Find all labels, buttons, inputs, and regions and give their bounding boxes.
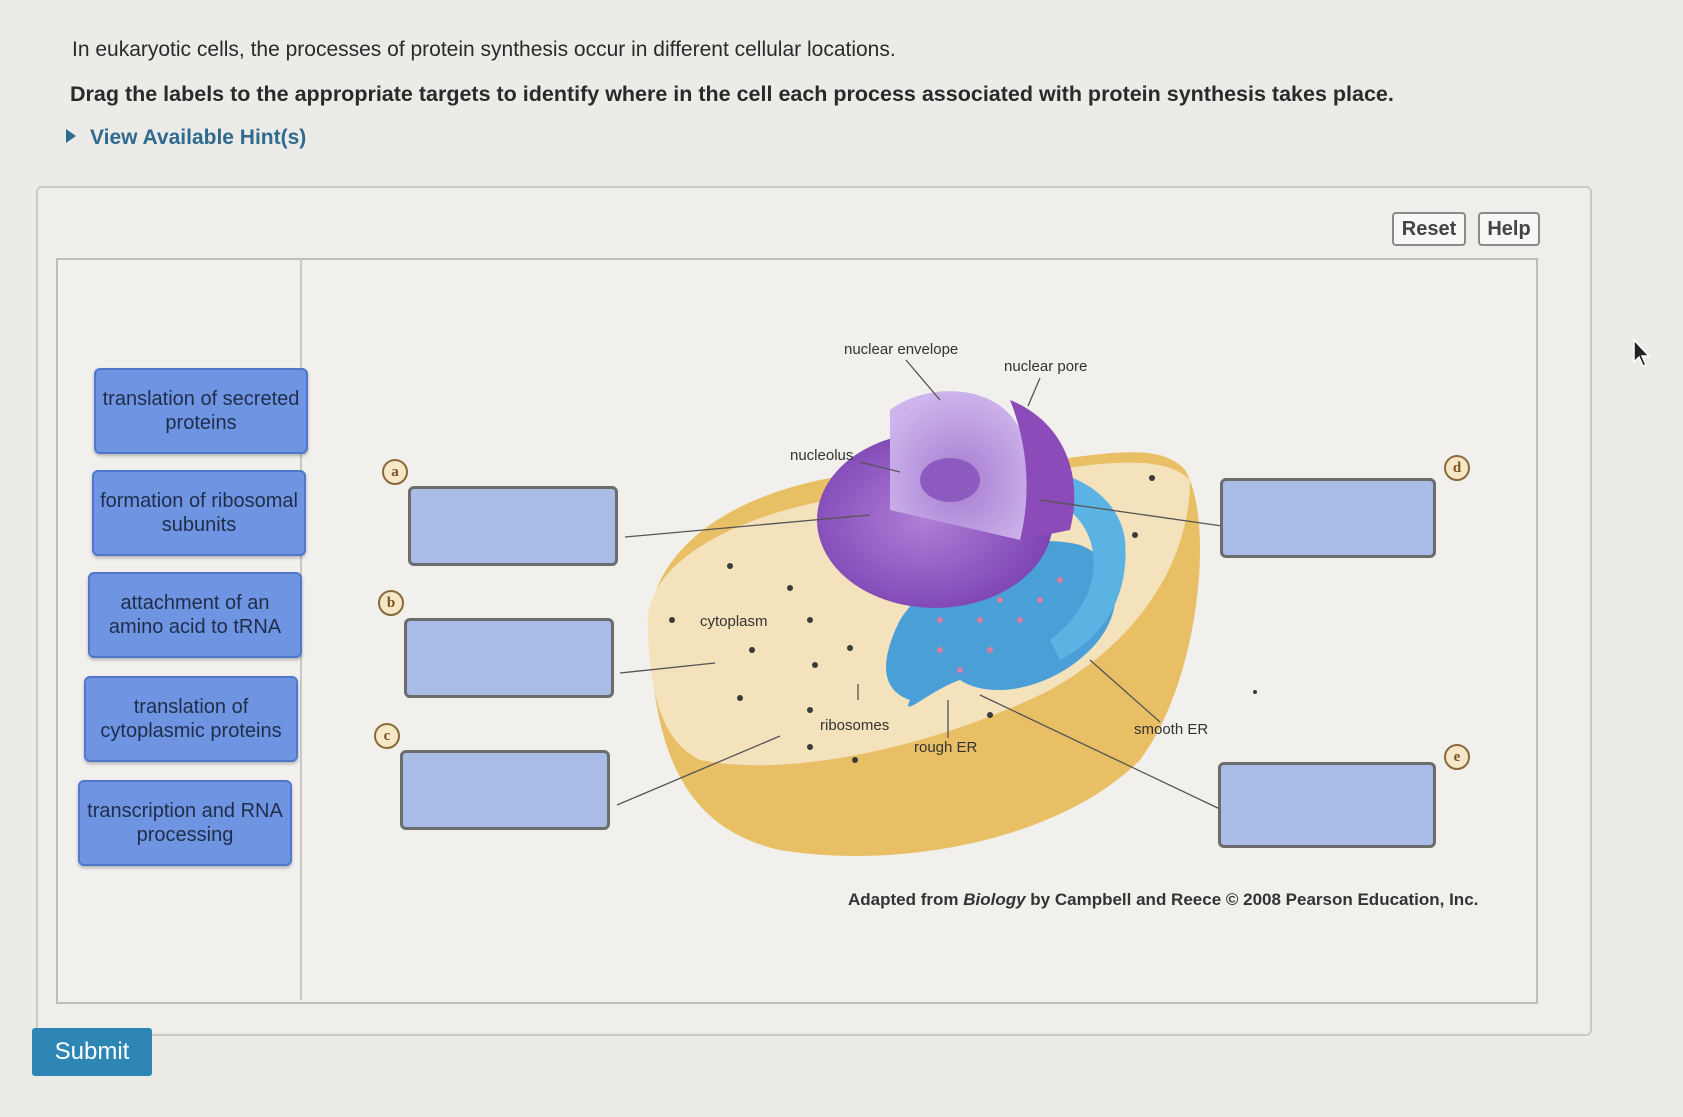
leader-line-a [624,514,871,538]
label-transcription-rna[interactable]: transcription and RNA processing [78,780,292,866]
label-translation-secreted[interactable]: translation of secreted proteins [94,368,308,454]
leader-line-nucleolus [859,461,901,473]
label-text: translation of cytoplasmic proteins [100,696,282,742]
drop-target-e[interactable] [1218,762,1436,848]
reset-button[interactable]: Reset [1392,212,1466,246]
nucleolus-label: nucleolus [790,447,853,464]
label-text: attachment of an amino acid to tRNA [108,592,282,638]
mouse-pointer-icon [1633,338,1651,367]
label-text: formation of ribosomal subunits [100,490,298,536]
view-hints-link[interactable]: View Available Hint(s) [66,126,306,150]
credit-book-title: Biology [963,890,1026,909]
submit-button[interactable]: Submit [32,1028,152,1076]
leader-line-nuclear-pore [1027,377,1041,407]
instruction-text: Drag the labels to the appropriate targe… [70,82,1394,106]
target-marker-b: b [378,590,404,616]
intro-text: In eukaryotic cells, the processes of pr… [72,38,896,61]
view-hints-label: View Available Hint(s) [90,126,307,149]
drop-target-d[interactable] [1220,478,1436,558]
nucleus-upper-right [1010,400,1075,540]
target-marker-c: c [374,723,400,749]
cytoplasm-label: cytoplasm [700,613,768,630]
credit-prefix: Adapted from [848,890,964,909]
smooth-er-shape [1030,470,1126,660]
label-ribosomal-subunits[interactable]: formation of ribosomal subunits [92,470,306,556]
label-text: translation of secreted proteins [102,388,300,434]
nucleolus-shape [920,458,980,502]
target-marker-e: e [1444,744,1470,770]
leader-line-c [616,735,781,806]
nuclear-envelope-label: nuclear envelope [844,341,958,358]
ribosomes-label: ribosomes [820,717,889,734]
image-credit: Adapted from Biology by Campbell and Ree… [848,890,1478,910]
drop-target-a[interactable] [408,486,618,566]
target-marker-a: a [382,459,408,485]
rough-er-label: rough ER [914,739,978,756]
label-text: transcription and RNA processing [87,800,283,846]
label-amino-acid-trna[interactable]: attachment of an amino acid to tRNA [88,572,302,658]
help-button[interactable]: Help [1478,212,1540,246]
expand-triangle-icon [66,129,76,143]
leader-line-d [1039,499,1223,527]
smooth-er-label: smooth ER [1134,721,1208,738]
label-translation-cytoplasmic[interactable]: translation of cytoplasmic proteins [84,676,298,762]
leader-line-smooth-er [1089,659,1161,723]
target-marker-d: d [1444,455,1470,481]
drop-target-b[interactable] [404,618,614,698]
drop-target-c[interactable] [400,750,610,830]
credit-suffix: by Campbell and Reece © 2008 Pearson Edu… [1025,890,1479,909]
leader-line-nuclear-envelope [905,359,941,401]
nuclear-pore-label: nuclear pore [1004,358,1087,375]
leader-line-b [619,662,716,674]
cytoplasm-dots [669,475,1257,763]
leader-line-e [979,694,1223,811]
